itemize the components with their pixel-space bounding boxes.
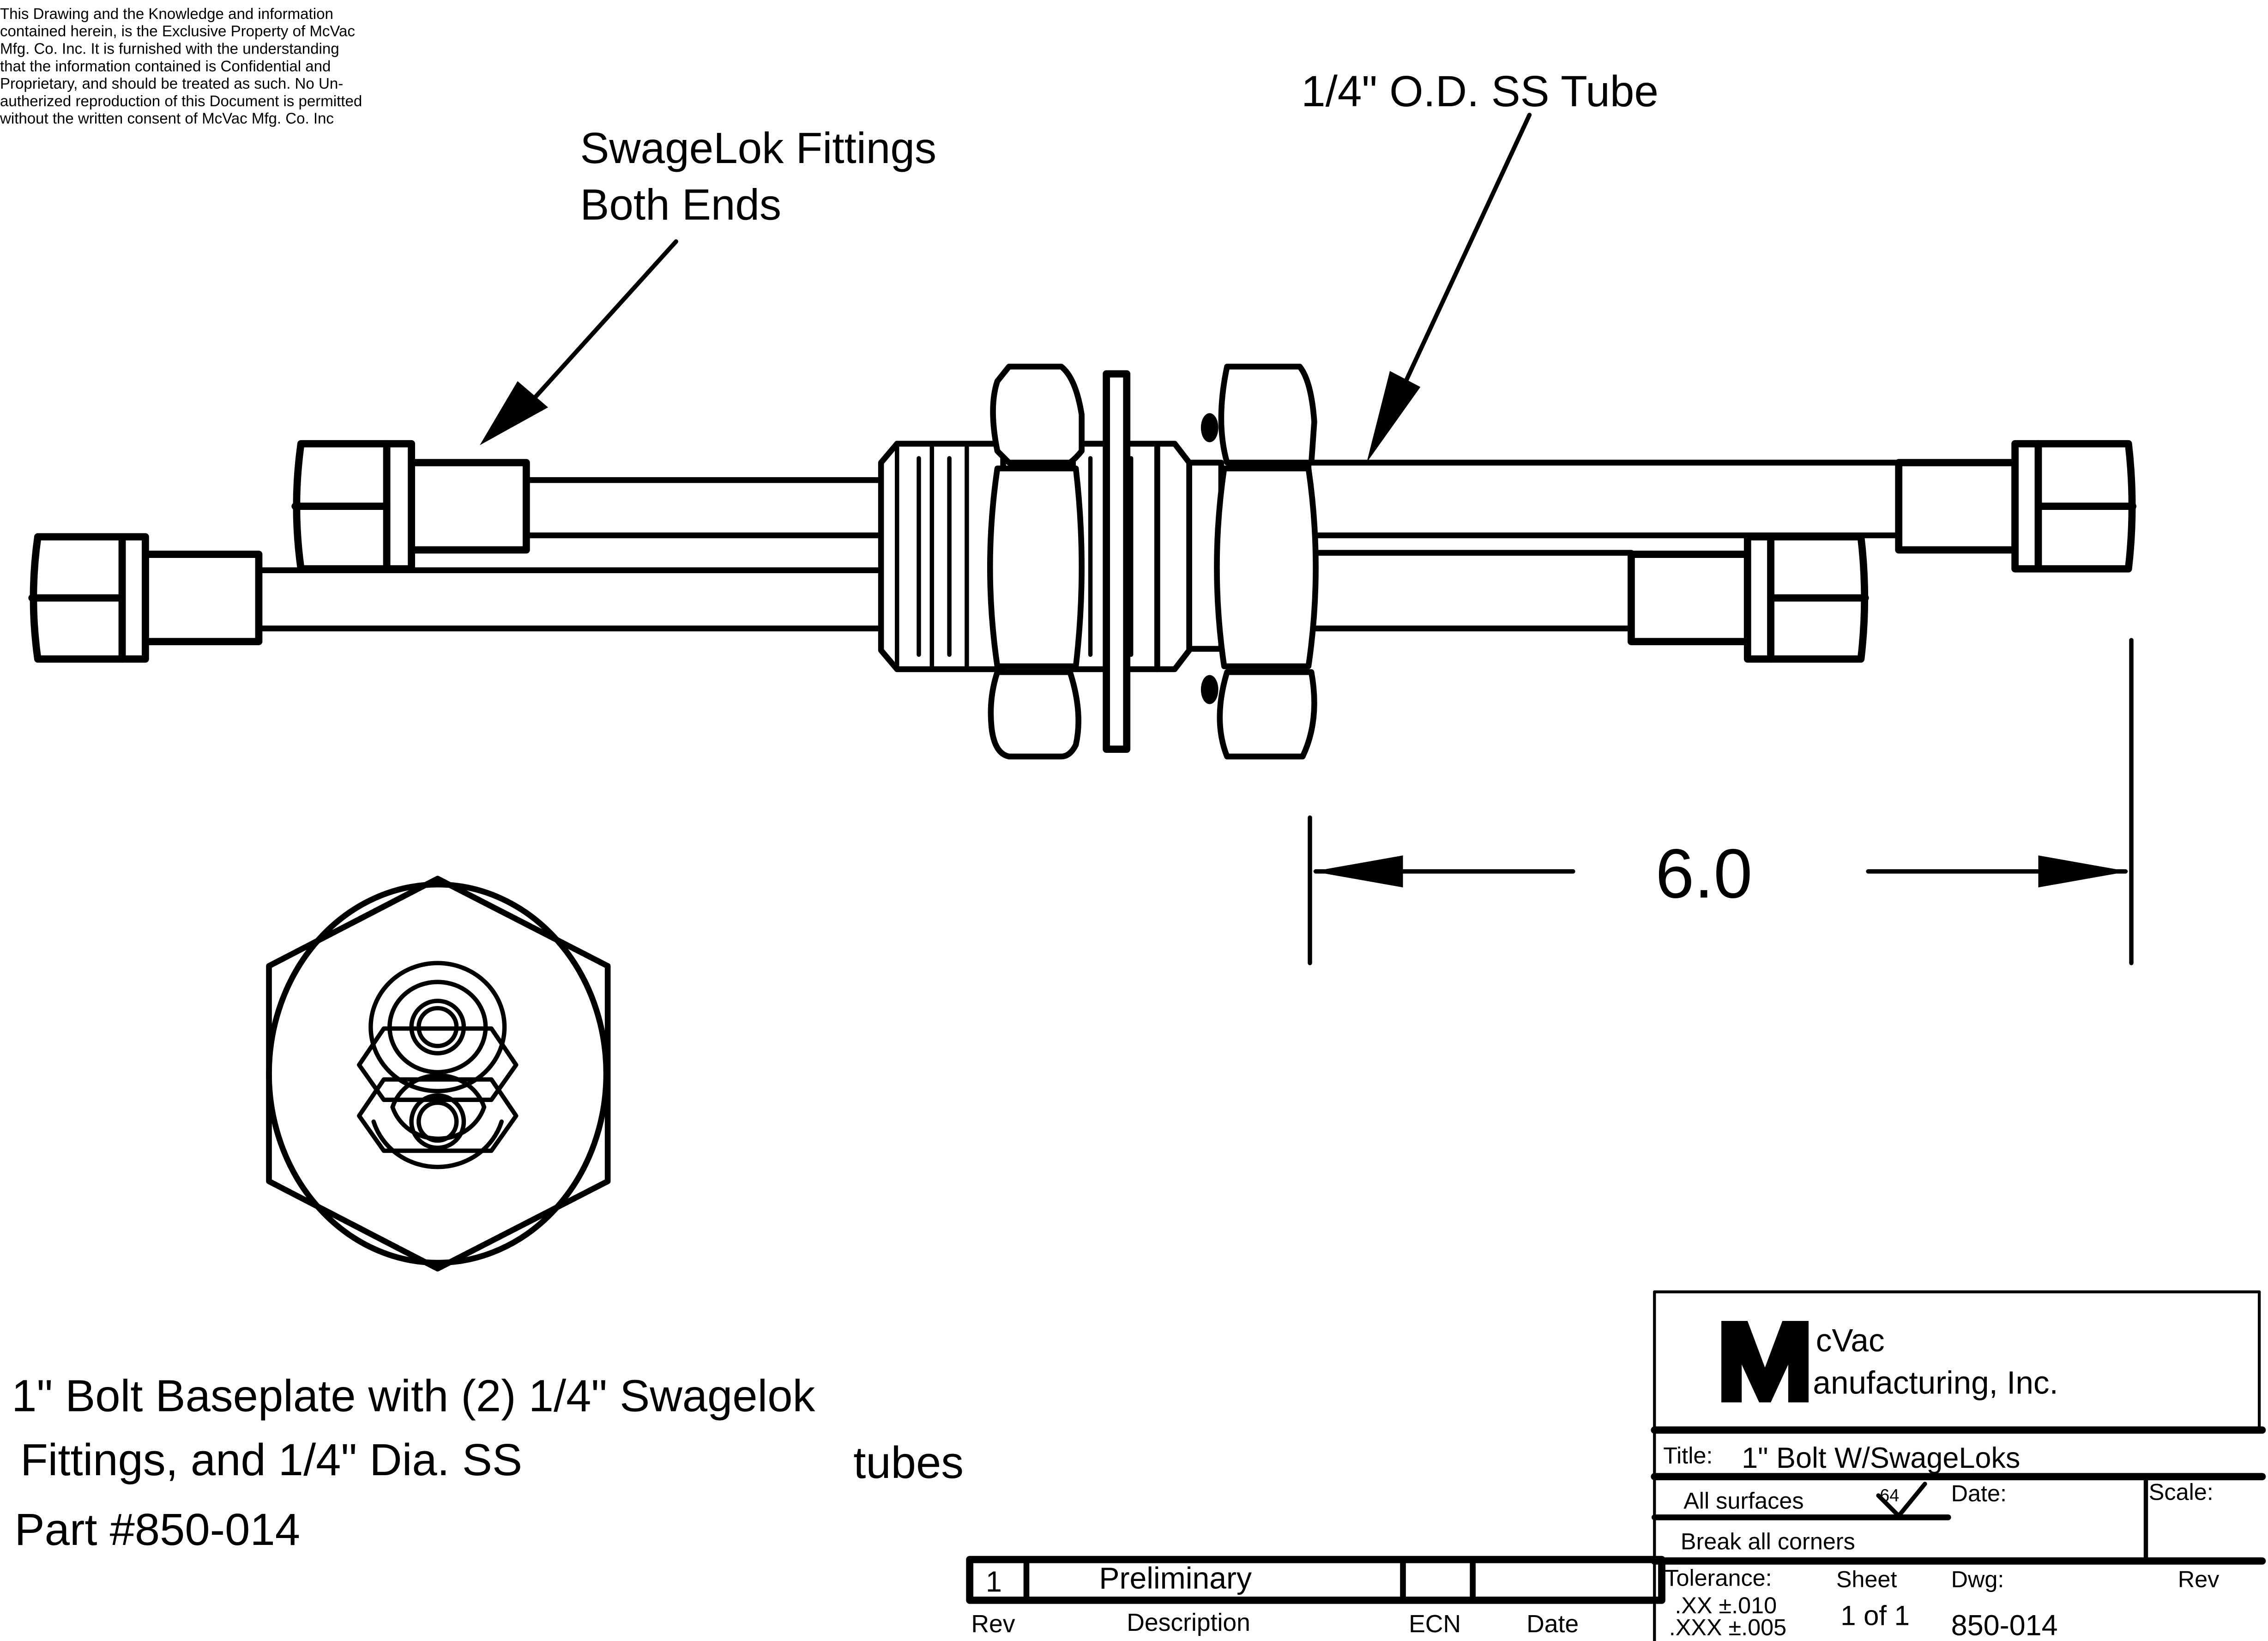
dwg-value: 850-014 (1951, 1609, 2058, 1641)
callout-fittings: SwageLok Fittings Both Ends (480, 124, 936, 445)
part-description: 1" Bolt Baseplate with (2) 1/4" Swagelok… (12, 1370, 964, 1555)
swagelok-fitting-right-lower (1627, 533, 1869, 663)
notice-line: autherized reproduction of this Document… (0, 93, 362, 110)
tube-bore (416, 1006, 459, 1048)
description-line2-tail: tubes (853, 1437, 964, 1488)
swagelok-fitting-left-upper (291, 440, 530, 573)
proprietary-notice: This Drawing and the Knowledge and infor… (0, 6, 362, 127)
callout-fittings-line2: Both Ends (580, 181, 781, 230)
logo-m-icon (1721, 1321, 1809, 1403)
nut-middle-face (987, 465, 1085, 669)
leader-line (521, 239, 678, 412)
tube-upper-left (523, 477, 890, 539)
revision-row (966, 1556, 1665, 1604)
tolerance-xxx: .XXX ±.005 (1669, 1614, 1786, 1640)
threaded-section-left (878, 441, 1006, 672)
dimension-value: 6.0 (1655, 835, 1752, 913)
dwg-label: Dwg: (1951, 1566, 2004, 1592)
notice-line: contained herein, is the Exclusive Prope… (0, 23, 355, 40)
nut-bottom-face (1217, 669, 1317, 760)
tube-lower-left (256, 567, 890, 632)
chamfer-right (1154, 441, 1192, 672)
rev-label: Rev (2178, 1566, 2220, 1592)
tube-bore (416, 1100, 459, 1143)
title-label: Title: (1663, 1442, 1713, 1469)
fitting-ring (387, 980, 488, 1075)
company-line2: anufacturing, Inc. (1813, 1365, 2058, 1401)
tube-lower-right (1305, 550, 1635, 632)
hex-nut-right (1200, 363, 1319, 760)
tolerance-label: Tolerance: (1665, 1564, 1772, 1591)
tube-bore-ring (409, 999, 466, 1056)
weld-bead (1200, 413, 1218, 442)
fitting-body (142, 551, 263, 645)
header-description: Description (1127, 1609, 1250, 1636)
fitting-hex-upper (357, 1026, 519, 1102)
revision-description: Preliminary (1099, 1562, 1252, 1596)
scale-label: Scale: (2149, 1478, 2214, 1505)
description-line2: Fittings, and 1/4" Dia. SS (20, 1435, 522, 1485)
callout-tube: 1/4" O.D. SS Tube (1301, 67, 1659, 463)
sheet-label: Sheet (1836, 1566, 1897, 1592)
fitting-ring (371, 1119, 504, 1169)
notice-line: that the information contained is Confid… (0, 58, 331, 75)
notice-line: Mfg. Co. Inc. It is furnished with the u… (0, 41, 339, 58)
nut-top-face (1218, 363, 1317, 466)
sheet-value: 1 of 1 (1840, 1600, 1910, 1631)
fitting-ring (390, 1073, 487, 1141)
baseplate (1103, 370, 1131, 753)
fitting-body (408, 459, 530, 554)
tube-bore-ring (409, 1093, 466, 1150)
tube-upper-right (1305, 460, 1902, 539)
notice-line: without the written consent of McVac Mfg… (0, 110, 334, 127)
notice-line: This Drawing and the Knowledge and infor… (0, 6, 333, 23)
surfaces-label: All surfaces (1683, 1487, 1804, 1514)
title-block: cVac anufacturing, Inc. Title: 1" Bolt W… (1651, 1290, 2266, 1641)
surface-finish-checkmark-icon (1876, 1482, 1927, 1518)
company-logo: cVac anufacturing, Inc. (1721, 1321, 2058, 1403)
fitting-ring (368, 961, 507, 1094)
corners-note: Break all corners (1681, 1528, 1855, 1555)
arrowhead-icon (1366, 371, 1421, 463)
hex-nut-left (987, 363, 1085, 760)
arrowhead-icon (2038, 855, 2129, 888)
dimension-length: 6.0 (1308, 638, 2134, 965)
revision-block: 1 Preliminary Rev Description ECN Date (966, 1556, 1665, 1638)
end-view (266, 876, 611, 1272)
header-rev: Rev (971, 1611, 1015, 1638)
description-line1: 1" Bolt Baseplate with (2) 1/4" Swagelok (12, 1370, 815, 1421)
swagelok-fitting-right-upper (1895, 440, 2137, 573)
tolerance-xx: .XX ±.010 (1675, 1592, 1777, 1618)
callout-fittings-line1: SwageLok Fittings (580, 124, 936, 173)
header-date: Date (1526, 1611, 1579, 1638)
fitting-body (1895, 459, 2019, 554)
fitting-ferrule (2011, 440, 2042, 573)
part-number: Part #850-014 (14, 1504, 300, 1555)
bolt-circle (266, 881, 609, 1266)
company-line1: cVac (1816, 1322, 1885, 1358)
nut-middle-face (1214, 465, 1319, 669)
side-view-assembly (28, 363, 2137, 760)
fitting-ferrule (383, 440, 415, 573)
header-ecn: ECN (1409, 1611, 1461, 1638)
notice-line: Proprietary, and should be treated as su… (0, 75, 343, 92)
swagelok-fitting-left-lower (28, 533, 263, 663)
revision-number: 1 (986, 1566, 1002, 1598)
fitting-body (1627, 551, 1751, 645)
nut-top-face (990, 363, 1085, 466)
arrowhead-icon (1313, 855, 1403, 888)
date-label: Date: (1951, 1480, 2007, 1507)
fitting-hex-lower (357, 1077, 519, 1153)
nut-bottom-face (988, 669, 1081, 760)
weld-bead (1200, 675, 1218, 704)
leader-line (1404, 113, 1532, 383)
title-value: 1" Bolt W/SwageLoks (1742, 1442, 2020, 1474)
callout-tube-label: 1/4" O.D. SS Tube (1301, 67, 1659, 116)
arrowhead-icon (480, 381, 549, 445)
